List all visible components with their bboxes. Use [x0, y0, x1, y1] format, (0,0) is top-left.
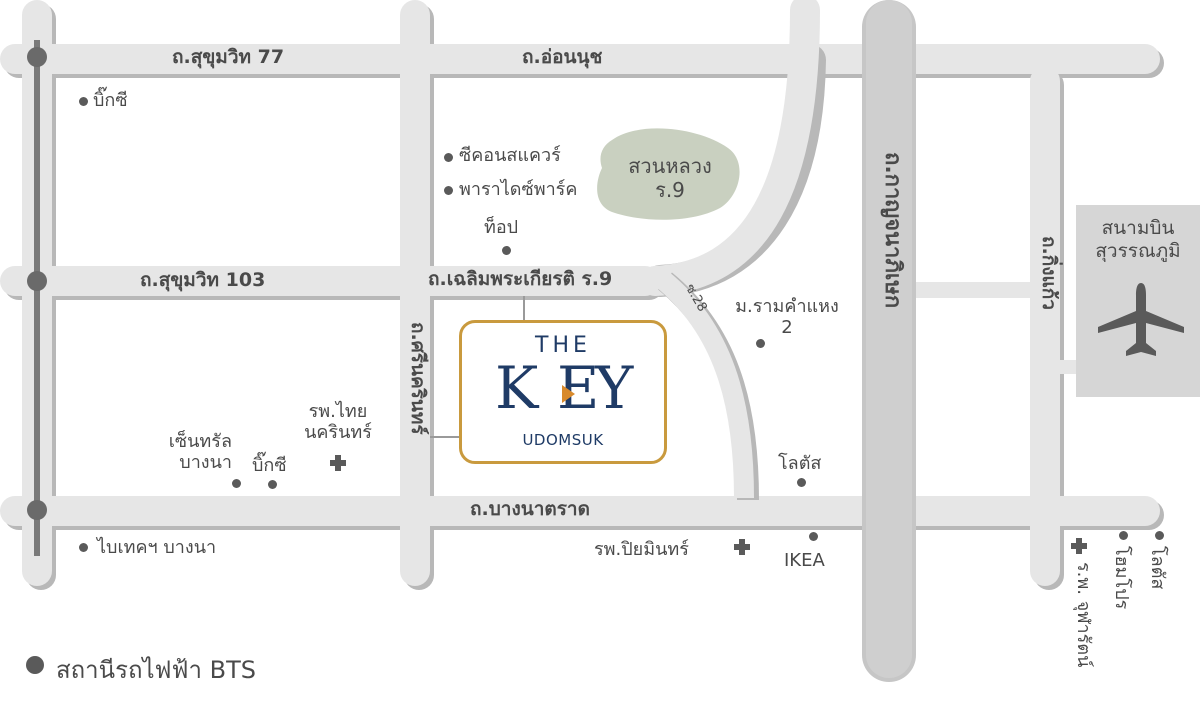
road-connector-east — [916, 282, 1046, 298]
poi-lotus-mid: โลตัส — [778, 453, 822, 474]
poi-central-line2: บางนา — [179, 451, 232, 473]
hospital-icon — [1071, 538, 1087, 554]
poi-ikea: IKEA — [784, 550, 825, 571]
bts-legend-dot — [26, 656, 44, 674]
road-kingkaew — [1030, 66, 1060, 586]
road-label-sukhumvit77: ถ.สุขุมวิท 77 — [172, 46, 285, 68]
poi-piyamin: รพ.ปิยมินทร์ — [594, 539, 689, 560]
poi-dot-paradise — [444, 186, 453, 195]
poi-bigc-top: บิ๊กซี — [93, 90, 128, 111]
poi-biteq: ไบเทคฯ บางนา — [97, 537, 217, 558]
poi-homepro: โฮมโปร — [1111, 546, 1132, 610]
bts-station-3 — [27, 500, 47, 520]
play-triangle-icon — [562, 385, 575, 403]
poi-thainakarin: รพ.ไทย นครินทร์ — [298, 401, 378, 443]
road-chaloem — [640, 0, 820, 296]
airport-block: สนามบิน สุวรรณภูมิ — [1076, 205, 1200, 397]
logo-letter-y: Y — [595, 354, 636, 422]
road-label-sukhumvit103: ถ.สุขุมวิท 103 — [140, 269, 266, 291]
park-label: สวนหลวง ร.9 — [610, 154, 730, 202]
poi-dot-biteq — [79, 543, 88, 552]
logo-letter-k: K — [495, 354, 541, 422]
road-airport-link — [1054, 360, 1080, 374]
park-shape — [597, 128, 740, 220]
hospital-icon — [330, 455, 346, 471]
road-label-kanchanaphisek: ถ.กาญจนาภิเษก — [880, 152, 905, 309]
poi-dot-ikea — [809, 532, 818, 541]
poi-thainakarin-line2: นครินทร์ — [304, 421, 372, 443]
poi-central-line1: เซ็นทรัล — [168, 431, 232, 452]
poi-dot-central — [232, 479, 241, 488]
poi-ramkhamhaeng: ม.รามคำแหง 2 — [722, 296, 852, 338]
poi-dot-lotus-right — [1155, 531, 1164, 540]
poi-dot-ramkhamhaeng — [756, 339, 765, 348]
park-label-line1: สวนหลวง — [628, 154, 712, 178]
road-label-srinakarin: ถ.ศรีนครินทร์ — [407, 322, 429, 435]
road-label-onnut: ถ.อ่อนนุช — [522, 46, 603, 68]
road-kanchanaphisek-top — [866, 0, 912, 678]
poi-thainakarin-line1: รพ.ไทย — [308, 401, 368, 422]
airport-name-line1: สนามบิน — [1101, 217, 1175, 239]
airplane-icon — [1098, 283, 1184, 356]
poi-dot-homepro — [1119, 531, 1128, 540]
road-soi28 — [655, 271, 754, 499]
poi-chularat: ร.พ. จุฬารัตน์ — [1073, 562, 1094, 668]
poi-paradise: พาราไดซ์พาร์ค — [459, 179, 578, 200]
logo-subtitle: UDOMSUK — [522, 431, 604, 449]
park-label-line2: ร.9 — [655, 178, 685, 202]
poi-lotus-right: โลตัส — [1147, 546, 1168, 590]
poi-ramkhamhaeng-line1: ม.รามคำแหง — [735, 296, 839, 317]
road-sukhumvit103 — [0, 266, 660, 296]
airport-name-line2: สุวรรณภูมิ — [1095, 239, 1181, 262]
poi-central: เซ็นทรัล บางนา — [140, 431, 232, 473]
poi-dot-tops — [502, 246, 511, 255]
poi-dot-bigc-top — [79, 97, 88, 106]
airport-name: สนามบิน สุวรรณภูมิ — [1076, 217, 1200, 263]
road-label-bangna: ถ.บางนาตราด — [470, 498, 590, 520]
bts-station-2 — [27, 271, 47, 291]
project-logo: THE K E Y UDOMSUK — [459, 320, 667, 464]
poi-bigc-bottom: บิ๊กซี — [252, 455, 287, 476]
poi-dot-seacon — [444, 153, 453, 162]
bts-station-1 — [27, 47, 47, 67]
poi-dot-lotus-mid — [797, 478, 806, 487]
hospital-icon — [734, 539, 750, 555]
poi-seacon: ซีคอนสแควร์ — [459, 145, 561, 166]
road-label-chaloem: ถ.เฉลิมพระเกียรติ ร.9 — [428, 268, 613, 290]
road-label-kingkaew: ถ.กิ่งแก้ว — [1038, 236, 1060, 310]
poi-dot-bigc-bottom — [268, 480, 277, 489]
poi-ramkhamhaeng-line2: 2 — [781, 316, 793, 338]
legend-label: สถานีรถไฟฟ้า BTS — [56, 656, 257, 684]
poi-tops: ท็อป — [484, 217, 519, 238]
logo-the: THE — [535, 333, 591, 358]
